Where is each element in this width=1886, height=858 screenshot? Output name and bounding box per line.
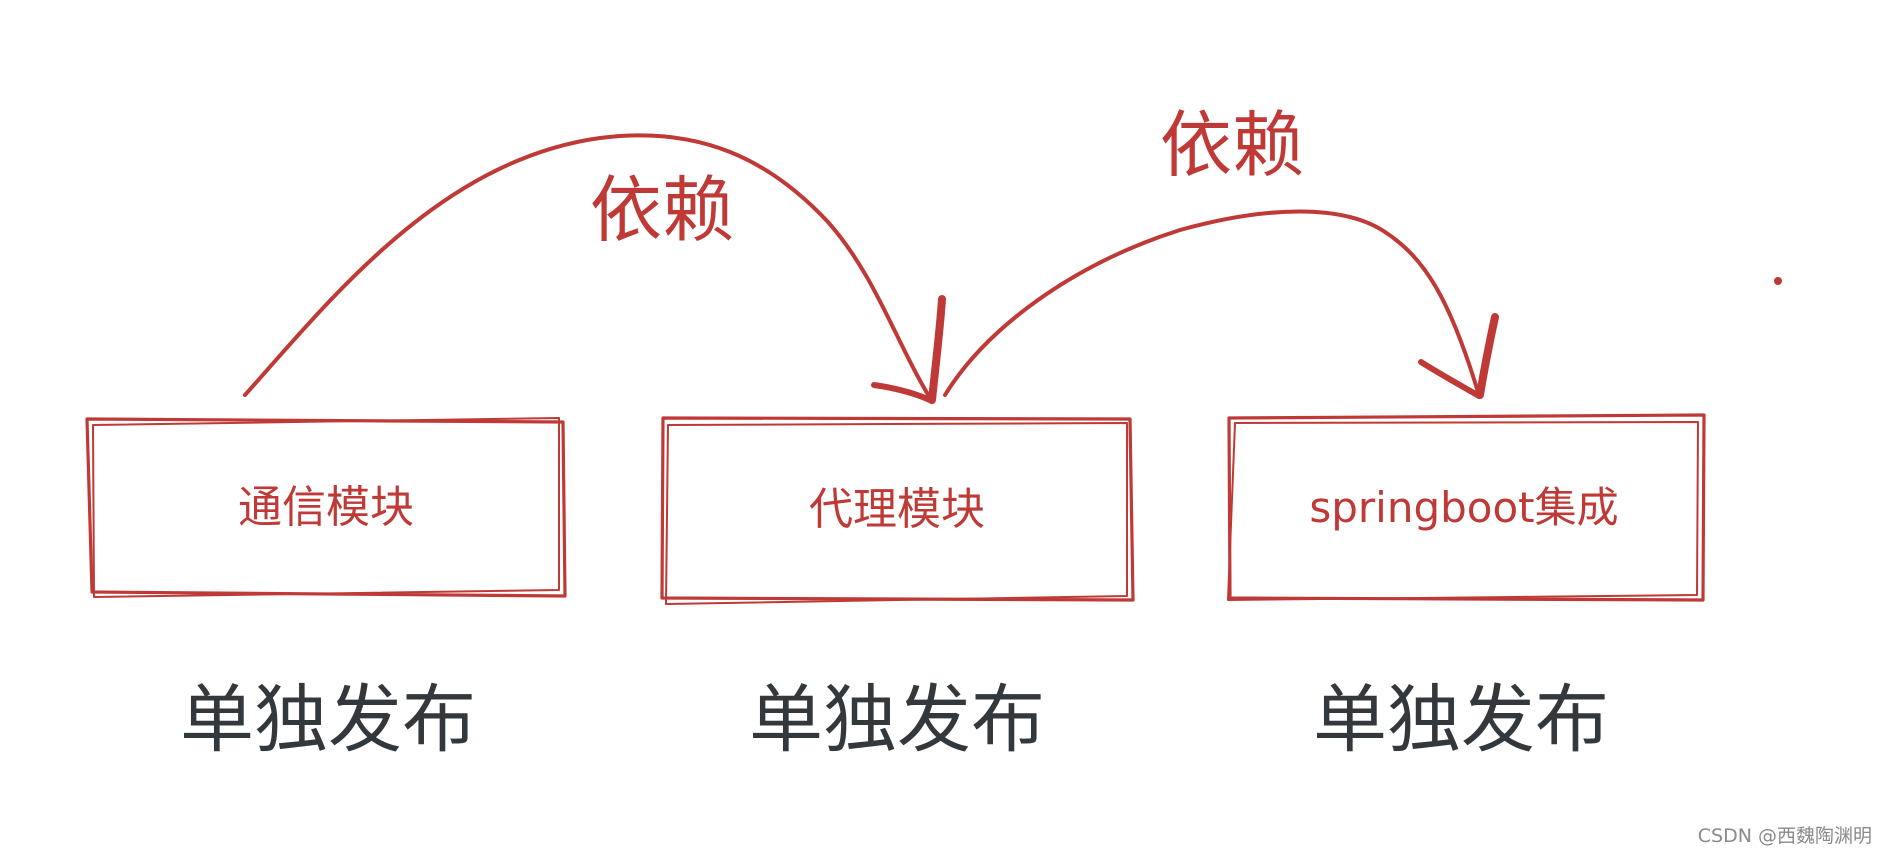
dependency-arrow-proxy-springboot (943, 209, 1499, 399)
module-caption-proxy: 单独发布 (749, 677, 1045, 763)
dependency-label-1: 依赖 (590, 168, 734, 252)
module-box-proxy (660, 416, 1135, 605)
module-label-proxy: 代理模块 (809, 484, 985, 535)
dependency-label-2: 依赖 (1160, 103, 1304, 187)
module-box-springboot (1227, 413, 1706, 602)
dependency-arrow-comm-proxy (243, 133, 946, 404)
module-label-comm: 通信模块 (238, 482, 414, 533)
stray-dot (1774, 277, 1782, 285)
module-box-comm (85, 417, 567, 598)
watermark-text: CSDN @西魏陶渊明 (1697, 825, 1872, 847)
module-caption-comm: 单独发布 (180, 677, 476, 763)
module-caption-springboot: 单独发布 (1313, 677, 1609, 763)
module-label-springboot: springboot集成 (1309, 483, 1618, 532)
